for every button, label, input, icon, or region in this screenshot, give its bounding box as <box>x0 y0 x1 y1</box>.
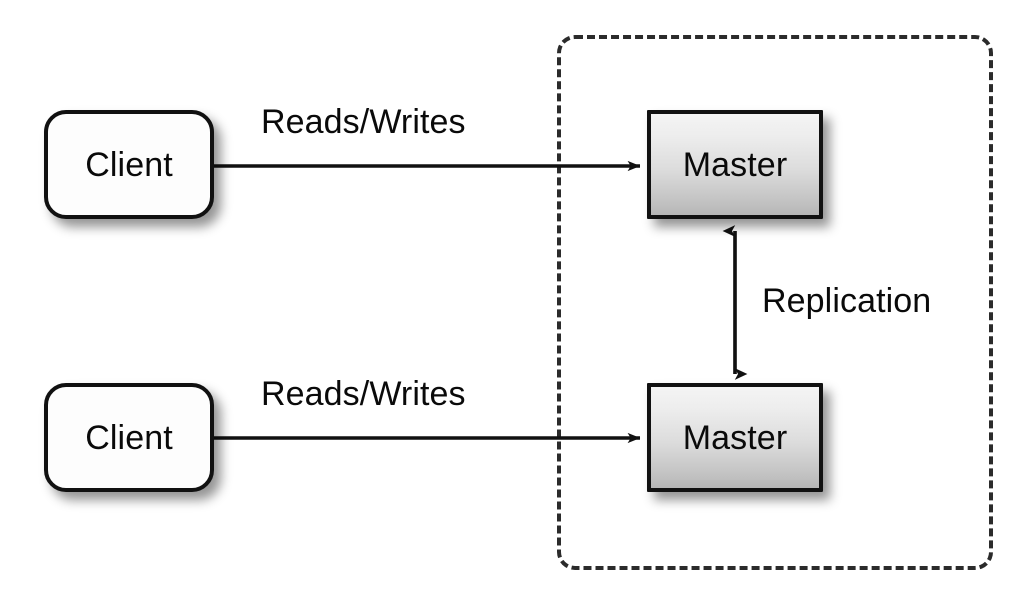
node-master-bottom[interactable]: Master <box>647 383 823 492</box>
node-client-top-label: Client <box>85 145 173 184</box>
replication-cluster-boundary <box>557 35 993 570</box>
edge-label-reads-writes-top: Reads/Writes <box>261 103 466 141</box>
node-master-bottom-label: Master <box>682 418 788 457</box>
edge-label-reads-writes-bottom: Reads/Writes <box>261 375 466 413</box>
node-client-top[interactable]: Client <box>44 110 214 219</box>
node-master-top[interactable]: Master <box>647 110 823 219</box>
node-master-top-label: Master <box>682 145 788 184</box>
edge-label-replication: Replication <box>762 282 932 320</box>
node-client-bottom[interactable]: Client <box>44 383 214 492</box>
node-client-bottom-label: Client <box>85 418 173 457</box>
